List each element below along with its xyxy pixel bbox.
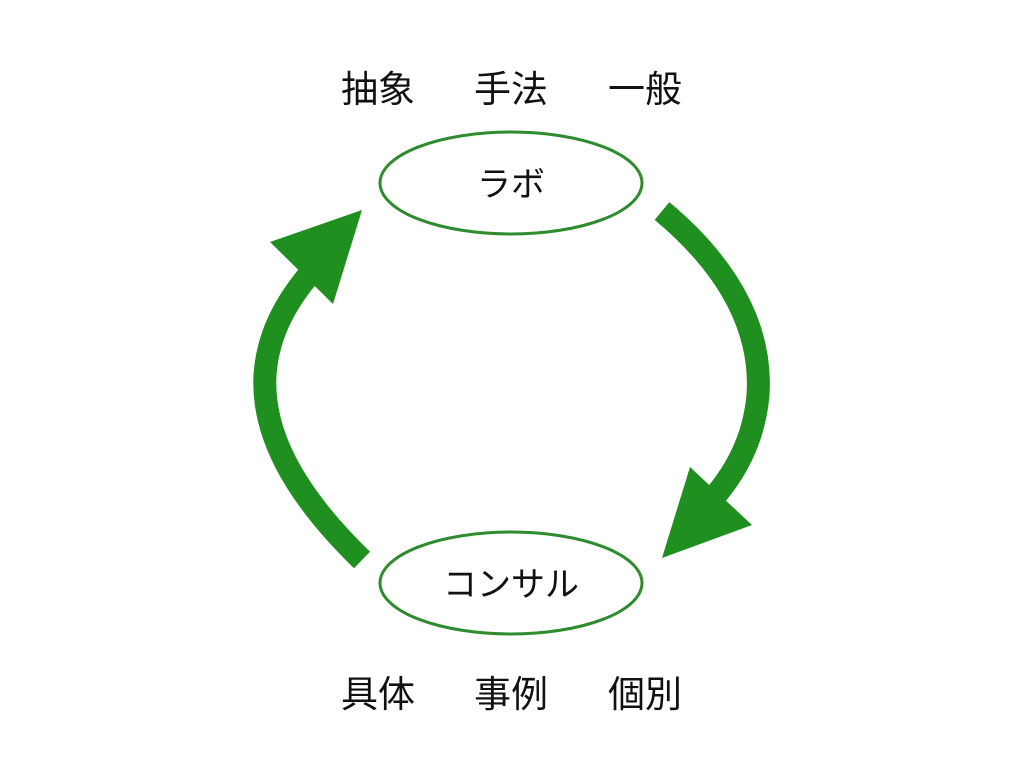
arrow-consult-to-lab-shaft — [253, 254, 371, 569]
consult-node-label: コンサル — [443, 565, 579, 605]
top-label-abstract: 抽象 — [341, 68, 415, 111]
top-label-general: 一般 — [608, 68, 682, 111]
arrow-lab-to-consult-shaft — [654, 202, 770, 513]
top-label-method: 手法 — [474, 68, 548, 111]
bottom-label-case: 事例 — [474, 673, 548, 716]
bottom-label-concrete: 具体 — [341, 673, 415, 716]
consult-node — [378, 530, 644, 636]
arrow-lab-to-consult-head — [662, 467, 752, 558]
lab-node-label: ラボ — [477, 165, 545, 205]
arrow-consult-to-lab-head — [270, 210, 362, 304]
bottom-label-individual: 個別 — [608, 673, 682, 716]
lab-node — [378, 130, 644, 236]
